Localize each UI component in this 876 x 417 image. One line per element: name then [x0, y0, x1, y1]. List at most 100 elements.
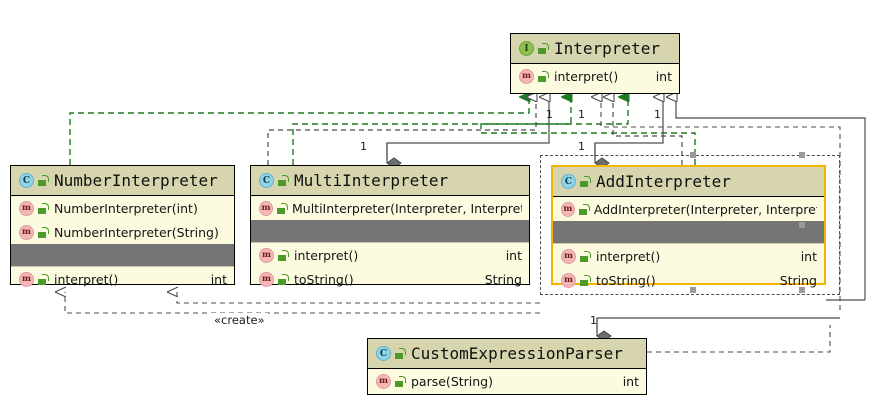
public-lock-icon [38, 273, 49, 285]
member-signature: interpret() [554, 68, 619, 84]
member-row[interactable]: m interpret() int [11, 267, 234, 291]
member-row[interactable]: m toString() String [553, 268, 824, 292]
class-name-label: Interpreter [554, 39, 660, 58]
class-name-label: CustomExpressionParser [411, 344, 623, 363]
public-lock-icon [538, 43, 549, 54]
selection-handle[interactable] [799, 152, 805, 158]
class-header-number-interpreter[interactable]: C NumberInterpreter [11, 166, 234, 196]
public-lock-icon [395, 375, 406, 387]
section-separator [251, 242, 529, 243]
member-return-type: int [505, 247, 522, 263]
member-return-type: int [800, 248, 817, 264]
member-signature: interpret() [54, 271, 119, 287]
class-badge-icon: C [561, 174, 576, 189]
association-add-to-interpreter-a [594, 97, 663, 169]
class-name-label: AddInterpreter [596, 172, 731, 191]
member-signature: toString() [294, 271, 354, 287]
public-lock-icon [580, 250, 591, 262]
composition-parser-to-interpreter [596, 317, 840, 342]
dependency-create-2 [177, 292, 540, 304]
class-badge-icon: C [19, 173, 34, 188]
association-multi-to-interpreter-b [267, 97, 536, 165]
class-header-custom-expression-parser[interactable]: C CustomExpressionParser [368, 339, 646, 369]
member-row[interactable]: m interpret() int [553, 244, 824, 268]
member-signature: toString() [596, 272, 656, 288]
member-signature: AddInterpreter(Interpreter, Interpreter) [593, 201, 817, 217]
stereotype-label-create: «create» [211, 313, 268, 327]
multiplicity-label: 1 [546, 108, 553, 121]
realization-multi-interpreter [292, 97, 571, 165]
public-lock-icon [38, 202, 49, 214]
member-row[interactable]: m interpret() int [251, 243, 529, 267]
method-badge-icon: m [519, 68, 534, 84]
selection-handle[interactable] [799, 222, 805, 228]
class-section-divider [251, 220, 529, 242]
dependency-parser-right [647, 325, 831, 353]
member-signature: interpret() [596, 248, 661, 264]
selection-handle[interactable] [799, 287, 805, 293]
member-row[interactable]: m NumberInterpreter(String) [11, 220, 234, 244]
class-header-interpreter[interactable]: I Interpreter [511, 34, 679, 64]
member-return-type: String [779, 272, 817, 288]
method-badge-icon: m [259, 271, 274, 287]
member-return-type: int [622, 373, 639, 389]
class-section-divider [11, 244, 234, 266]
multiplicity-label: 1 [360, 140, 367, 153]
method-badge-icon: m [19, 271, 34, 287]
public-lock-icon [278, 249, 289, 261]
public-lock-icon [278, 175, 289, 186]
public-lock-icon [395, 348, 406, 359]
method-badge-icon: m [259, 247, 274, 263]
public-lock-icon [38, 226, 49, 238]
class-name-label: NumberInterpreter [54, 171, 218, 190]
class-node-number-interpreter[interactable]: C NumberInterpreter m NumberInterpreter(int… [10, 165, 235, 287]
multiplicity-label: 1 [590, 314, 597, 327]
multiplicity-label: 1 [578, 140, 585, 153]
member-signature: MultiInterpreter(Interpreter, Interprete… [292, 200, 522, 216]
class-section-divider [553, 221, 824, 243]
class-name-label: MultiInterpreter [294, 171, 449, 190]
selection-handle[interactable] [690, 287, 696, 293]
member-signature: NumberInterpreter(int) [54, 200, 198, 216]
public-lock-icon [278, 273, 289, 285]
class-header-multi-interpreter[interactable]: C MultiInterpreter [251, 166, 529, 196]
association-multi-to-interpreter-a [386, 97, 549, 169]
dependency-create-1 [65, 292, 540, 314]
public-lock-icon [578, 203, 590, 215]
method-badge-icon: m [259, 200, 273, 216]
realization-number-interpreter [69, 97, 529, 165]
member-row[interactable]: m MultiInterpreter(Interpreter, Interpret… [251, 196, 529, 220]
class-header-add-interpreter[interactable]: C AddInterpreter [553, 167, 824, 197]
class-node-add-interpreter[interactable]: C AddInterpreter m AddInterpreter(Interpret… [551, 165, 826, 288]
method-badge-icon: m [561, 201, 575, 217]
method-badge-icon: m [561, 248, 576, 264]
class-badge-icon: C [259, 173, 274, 188]
method-badge-icon: m [19, 224, 34, 240]
method-badge-icon: m [561, 272, 576, 288]
member-row[interactable]: m interpret() int [511, 64, 679, 88]
member-return-type: int [210, 271, 227, 287]
member-row[interactable]: m AddInterpreter(Interpreter, Interpreter… [553, 197, 824, 221]
class-badge-icon: C [376, 346, 391, 361]
class-node-multi-interpreter[interactable]: C MultiInterpreter m MultiInterpreter(Inter… [250, 165, 530, 287]
member-signature: NumberInterpreter(String) [54, 224, 219, 240]
member-row[interactable]: m NumberInterpreter(int) [11, 196, 234, 220]
class-node-interpreter[interactable]: I Interpreter m interpret() int [510, 33, 680, 94]
member-signature: interpret() [294, 247, 359, 263]
multiplicity-label: 1 [654, 108, 661, 121]
method-badge-icon: m [376, 373, 391, 389]
selection-handle[interactable] [690, 152, 696, 158]
public-lock-icon [38, 175, 49, 186]
public-lock-icon [580, 274, 591, 286]
multiplicity-label: 1 [578, 108, 585, 121]
member-return-type: String [484, 271, 522, 287]
method-badge-icon: m [19, 200, 34, 216]
member-row[interactable]: m toString() String [251, 267, 529, 291]
public-lock-icon [276, 202, 288, 214]
interface-badge-icon: I [519, 41, 534, 56]
public-lock-icon [538, 70, 549, 82]
member-return-type: int [655, 68, 672, 84]
